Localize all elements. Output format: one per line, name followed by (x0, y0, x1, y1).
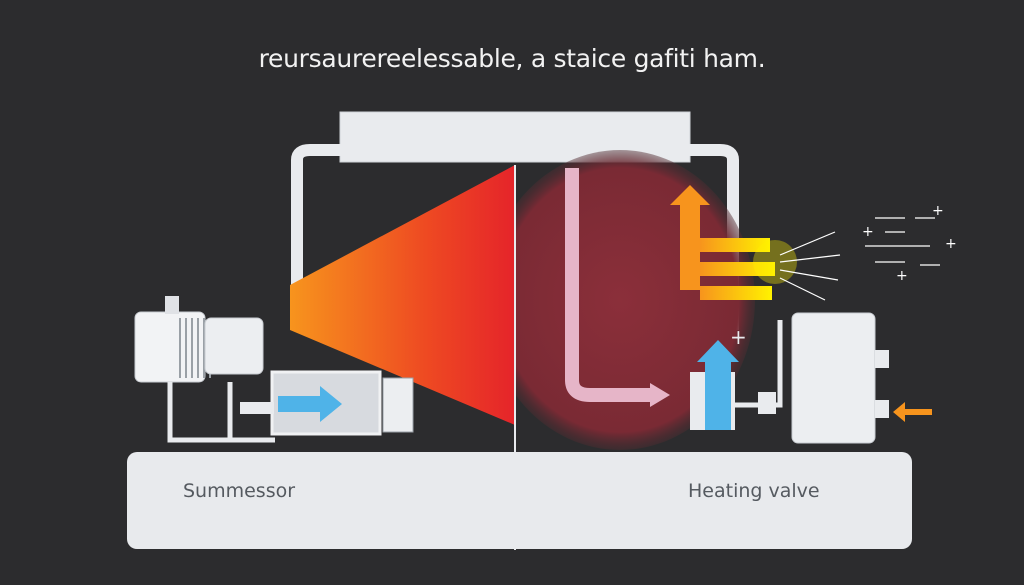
base-platform (127, 452, 912, 549)
svg-text:+: + (945, 236, 957, 252)
blue-flow-arrow (278, 386, 342, 422)
svg-text:+: + (862, 224, 874, 240)
diagram-title: reursaurereelessable, a staice gafiti ha… (258, 44, 766, 73)
svg-text:+: + (932, 203, 944, 219)
orange-inlet-arrow (893, 402, 932, 422)
svg-text:+: + (896, 268, 908, 284)
heat-cone (290, 165, 515, 425)
plus-marks: + + + + (862, 203, 957, 284)
compressor-label: Summessor (183, 480, 296, 502)
compressor-unit (134, 296, 275, 443)
frame-pipe (291, 144, 739, 330)
heat-output-arrows (670, 185, 797, 300)
heating-valve-label: Heating valve (688, 480, 820, 502)
dispersion-arrows (779, 217, 940, 301)
pink-arrowhead (650, 383, 670, 407)
pink-pipe (565, 168, 655, 402)
heating-valve-unit: + (690, 312, 889, 444)
plus-mark: + (730, 325, 747, 349)
